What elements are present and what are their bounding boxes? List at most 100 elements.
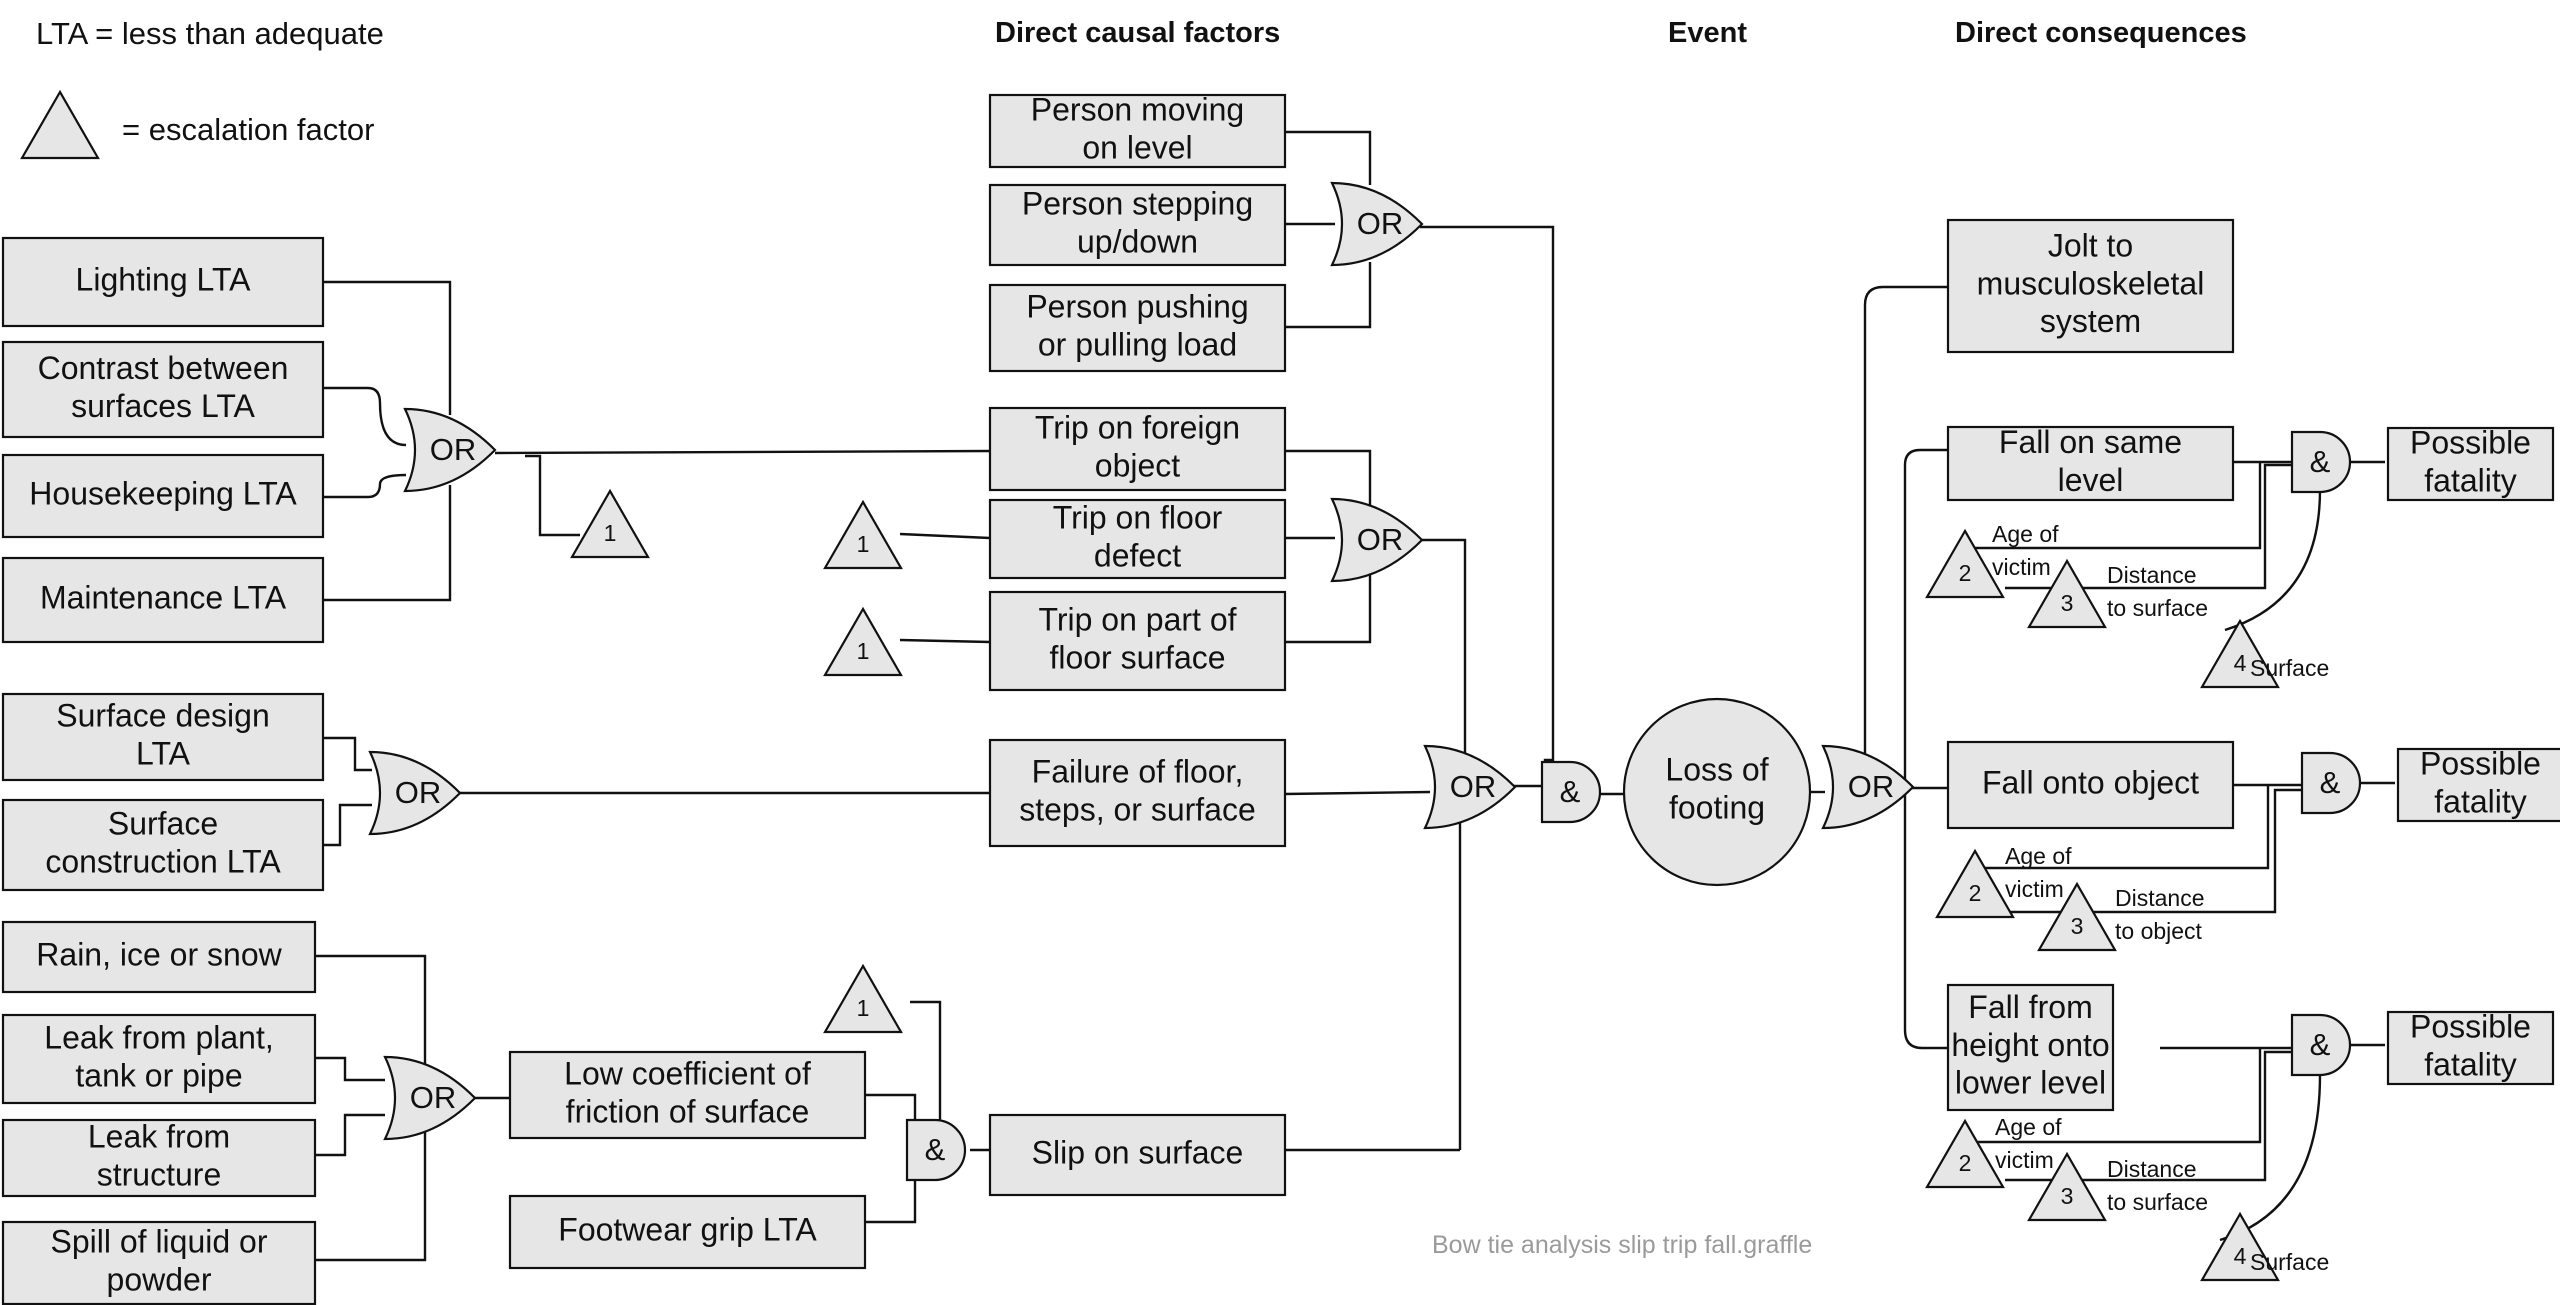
box-housekeeping: Housekeeping LTA xyxy=(1,453,325,539)
file-name-footer: Bow tie analysis slip trip fall.graffle xyxy=(1432,1231,1812,1259)
box-label: defect xyxy=(1094,537,1181,573)
box-label: musculoskeletal xyxy=(1977,265,2205,301)
box-label: object xyxy=(1095,447,1181,483)
box-label: Possible xyxy=(2410,425,2531,461)
or-gate-1: OR xyxy=(403,407,497,493)
box-maintenance: Maintenance LTA xyxy=(1,556,325,644)
box-slip: Slip on surface xyxy=(988,1113,1287,1197)
box-label: up/down xyxy=(1077,223,1198,259)
escalation-number: 1 xyxy=(857,531,870,557)
escalation-label: Age of xyxy=(1992,521,2059,547)
box-fall-object: Fall onto object xyxy=(1946,740,2235,830)
header-consequences: Direct consequences xyxy=(1955,17,2247,49)
and-gate-label: & xyxy=(2310,1027,2331,1062)
or-gate-label: OR xyxy=(1848,769,1895,804)
escalation-e2: 1 xyxy=(823,499,903,570)
box-label: steps, or surface xyxy=(1019,791,1256,827)
box-label: Fall from xyxy=(1968,989,2092,1025)
box-label: powder xyxy=(107,1261,212,1297)
box-label: Possible xyxy=(2420,746,2541,782)
escalation-label: Distance xyxy=(2115,885,2204,911)
escalation-label: Age of xyxy=(2005,843,2072,869)
box-label: Person moving xyxy=(1031,92,1244,128)
or-gate-5: OR xyxy=(1330,497,1424,583)
box-footwear: Footwear grip LTA xyxy=(508,1194,867,1270)
box-label: Housekeeping LTA xyxy=(29,475,297,511)
escalation-number: 4 xyxy=(2234,1243,2247,1269)
box-label: system xyxy=(2040,303,2141,339)
box-label: Fall on same xyxy=(1999,424,2182,460)
and-gate-label: & xyxy=(1560,774,1581,809)
escalation-number: 2 xyxy=(1969,880,1982,906)
escalation-label: victim xyxy=(2005,876,2064,902)
box-label: fatality xyxy=(2424,1046,2516,1082)
box-label: Trip on floor xyxy=(1053,500,1223,536)
box-label: Jolt to xyxy=(2048,228,2133,264)
escalation-number: 3 xyxy=(2071,913,2084,939)
event-line-1: Loss of xyxy=(1665,751,1768,787)
event-line-2: footing xyxy=(1669,789,1765,825)
or-gate-label: OR xyxy=(1450,769,1497,804)
box-label: Slip on surface xyxy=(1032,1134,1244,1170)
box-label: Lighting LTA xyxy=(76,261,252,297)
legend-triangle-icon xyxy=(20,89,100,160)
box-label: Contrast between xyxy=(38,350,289,386)
escalation-label: Distance xyxy=(2107,1156,2196,1182)
box-label: Failure of floor, xyxy=(1032,754,1244,790)
box-lighting: Lighting LTA xyxy=(1,236,325,328)
escalation-number: 2 xyxy=(1959,1150,1972,1176)
box-label: surfaces LTA xyxy=(71,388,255,424)
and-gate-3: & xyxy=(2290,430,2352,494)
box-label: Spill of liquid or xyxy=(51,1224,268,1260)
box-leak-plant: Leak from plant,tank or pipe xyxy=(1,1013,317,1105)
box-label: fatality xyxy=(2424,462,2516,498)
header-event: Event xyxy=(1668,17,1747,49)
event-loss-of-footing: Loss of footing xyxy=(1622,697,1812,887)
and-gate-label: & xyxy=(2320,765,2341,800)
box-failure: Failure of floor,steps, or surface xyxy=(988,738,1287,848)
or-gate-2: OR xyxy=(368,750,462,836)
escalation-label: Surface xyxy=(2250,655,2329,681)
escalation-e3: 1 xyxy=(823,606,903,677)
escalation-number: 1 xyxy=(857,995,870,1021)
escalation-label: to surface xyxy=(2107,1189,2208,1215)
box-label: structure xyxy=(97,1156,221,1192)
box-label: Leak from plant, xyxy=(44,1020,273,1056)
escalation-e4: 1 xyxy=(823,963,903,1034)
escalation-number: 4 xyxy=(2234,650,2247,676)
box-label: Maintenance LTA xyxy=(40,579,287,615)
legend-escalation: = escalation factor xyxy=(122,112,374,147)
escalation-number: 3 xyxy=(2061,590,2074,616)
escalation-number: 1 xyxy=(857,638,870,664)
legend-lta: LTA = less than adequate xyxy=(36,16,384,51)
box-label: on level xyxy=(1082,129,1192,165)
box-label: Footwear grip LTA xyxy=(558,1211,817,1247)
box-rain: Rain, ice or snow xyxy=(1,920,317,994)
or-gate-label: OR xyxy=(430,432,477,467)
box-label: lower level xyxy=(1955,1065,2106,1101)
escalation-label: Age of xyxy=(1995,1114,2062,1140)
escalation-label: to surface xyxy=(2107,595,2208,621)
or-gate-4: OR xyxy=(1330,181,1424,267)
box-label: Person pushing xyxy=(1026,289,1248,325)
box-label: level xyxy=(2058,462,2124,498)
box-label: or pulling load xyxy=(1038,326,1237,362)
